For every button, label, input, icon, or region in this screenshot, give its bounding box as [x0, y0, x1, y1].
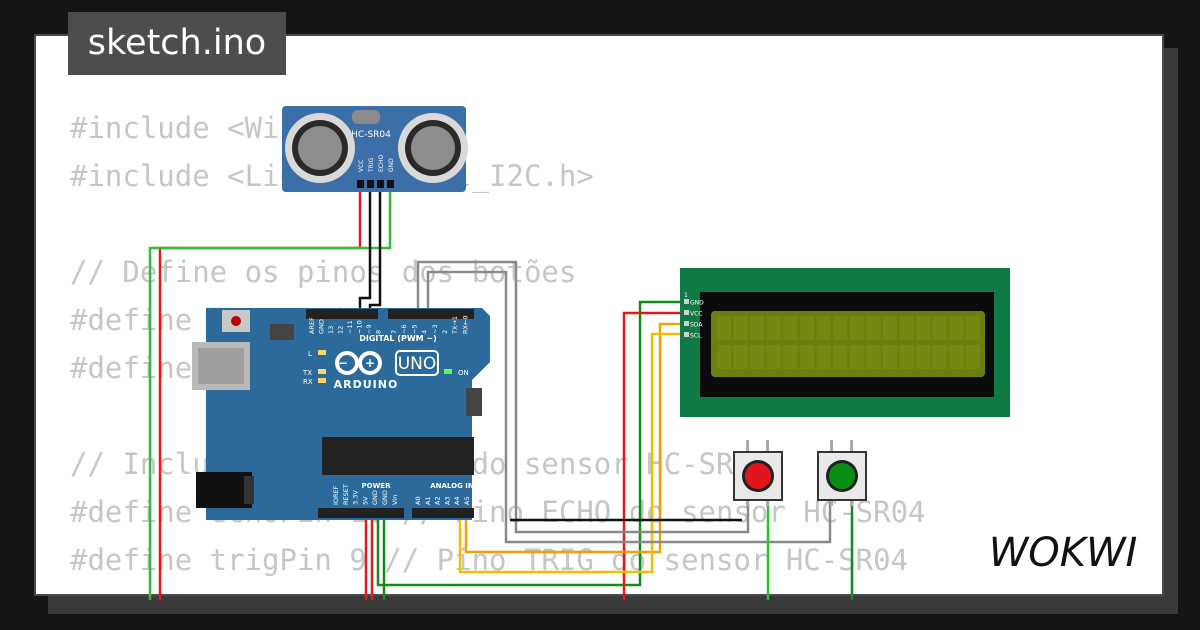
digital-pin-label: 7 [390, 330, 398, 334]
sensor-pin[interactable] [387, 180, 394, 188]
digital-pin-label: ~3 [431, 324, 439, 334]
wokwi-brand: WOKWI [989, 530, 1138, 576]
wire-button1 [416, 260, 750, 534]
lcd-pin[interactable] [684, 310, 689, 315]
wire-trig [358, 186, 372, 314]
wire-lcd-vcc [622, 311, 684, 600]
code-line: #define trigPin 9 // Pino TRIG do sensor… [70, 543, 909, 577]
lcd-pin-label: SCL [690, 333, 702, 340]
led-label: TX [302, 369, 312, 377]
arduino-logo-icon [335, 351, 382, 375]
power-pin-label: RESET [342, 484, 350, 505]
digital-pin-label: 8 [375, 330, 383, 334]
digital-pin-label: 12 [337, 326, 345, 334]
digital-pin-label: 13 [327, 326, 335, 334]
button-leg [830, 498, 833, 506]
wire-sda [464, 322, 684, 554]
digital-pin-label: 2 [441, 330, 449, 334]
wire-gnd-lcd [376, 300, 684, 587]
analog-label: ANALOG IN [430, 482, 474, 490]
lcd-pin-label: VCC [690, 311, 702, 318]
sketch-tab[interactable]: sketch.ino [68, 12, 286, 75]
wire-button2 [426, 270, 832, 544]
digital-pin-label: ~9 [365, 324, 373, 334]
red-pushbutton[interactable] [733, 440, 783, 506]
sensor-pin[interactable] [367, 180, 374, 188]
wokwi-logo: WOKWI [989, 530, 1138, 576]
sensor-pin[interactable] [377, 180, 384, 188]
arduino-brand: ARDUINO [334, 378, 399, 391]
digital-pin-label: TX→1 [451, 316, 459, 335]
svg-text:−: − [338, 356, 348, 370]
power-pin-label: 5V [361, 496, 369, 505]
lcd-pin[interactable] [684, 321, 689, 326]
sensor-name: HC-SR04 [351, 130, 391, 140]
digital-pin-label: ~5 [410, 324, 418, 334]
button-leg [746, 440, 749, 452]
led-label: RX [303, 378, 313, 386]
button-leg [850, 440, 853, 452]
atmega-chip [322, 437, 474, 475]
button-leg [830, 440, 833, 452]
analog-pin-label: A0 [414, 496, 422, 505]
button-leg [766, 498, 769, 506]
model-label: UNO [398, 354, 437, 374]
lcd-pin-label: GND [690, 300, 704, 307]
analog-pin-label: A3 [443, 496, 451, 505]
led-label: L [308, 350, 312, 358]
button-cap[interactable] [745, 463, 771, 489]
digital-pin-label: GND [318, 319, 326, 334]
button-leg [766, 440, 769, 452]
digital-pin-label: ~10 [356, 320, 364, 334]
wire-echo [368, 186, 382, 314]
digital-label: DIGITAL (PWM ~) [359, 334, 437, 343]
led-label: ON [458, 369, 469, 377]
button-cap[interactable] [829, 463, 855, 489]
analog-pin-label: A5 [463, 496, 471, 505]
digital-pin-label: AREF [308, 317, 316, 334]
wires [148, 186, 854, 600]
analog-pin-label: A2 [434, 496, 442, 505]
lcd-display[interactable]: 1 GND VCC SDA SCL [680, 268, 1010, 417]
lcd-pin-label: SDA [690, 322, 703, 329]
digital-pin-label: RX←0 [461, 315, 469, 334]
analog-pin-label: A4 [453, 496, 461, 505]
lcd-pin1: 1 [684, 292, 688, 299]
lcd-pin[interactable] [684, 299, 689, 304]
sensor-pin-label: TRIG [368, 157, 375, 173]
wire-scl [458, 332, 684, 574]
power-pin-label: 3.3V [352, 490, 360, 505]
lcd-pin[interactable] [684, 332, 689, 337]
power-pin-label: IOREF [332, 485, 340, 505]
digital-pin-label: ~11 [346, 320, 354, 334]
digital-pin-label: ~6 [400, 324, 408, 334]
power-pin-label: GND [381, 490, 389, 505]
sensor-pin[interactable] [357, 180, 364, 188]
digital-pin-label: 4 [421, 330, 429, 334]
power-label: POWER [362, 482, 392, 490]
green-pushbutton[interactable] [817, 440, 867, 506]
power-pin-label: Vin [391, 495, 399, 505]
sensor-pin-label: VCC [358, 160, 365, 172]
wire-sensor-gnd [148, 186, 392, 600]
button-leg [746, 498, 749, 506]
svg-text:+: + [365, 356, 375, 370]
sensor-pin-label: ECHO [378, 155, 385, 172]
sensor-pin-label: GND [388, 158, 395, 172]
power-pin-label: GND [371, 490, 379, 505]
analog-pin-label: A1 [424, 496, 432, 505]
button-leg [850, 498, 853, 506]
